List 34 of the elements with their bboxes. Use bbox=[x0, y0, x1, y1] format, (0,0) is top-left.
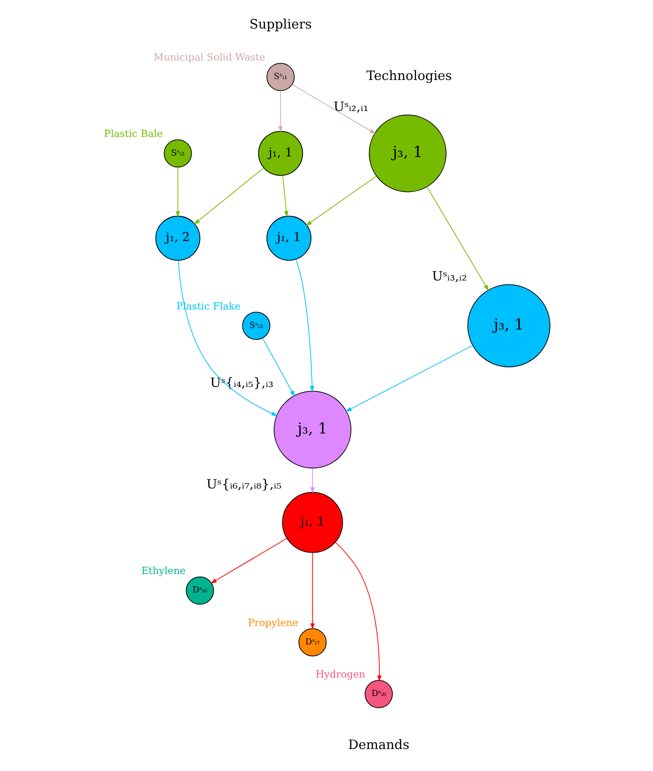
node-circle: Dˢᵢ₇ bbox=[298, 628, 326, 656]
arrow bbox=[177, 260, 278, 416]
node-circle: j₁, 1 bbox=[282, 492, 342, 553]
node-circle: Dˢᵢ₆ bbox=[185, 576, 214, 605]
node-circle: j₁, 1 bbox=[258, 130, 303, 176]
node-circle: Dˢᵢ₈ bbox=[364, 680, 392, 708]
arrow bbox=[175, 166, 180, 218]
label: Suppliers bbox=[248, 17, 312, 32]
node-label: Hydrogen bbox=[315, 670, 365, 681]
arrow bbox=[426, 186, 488, 291]
label: Demands bbox=[348, 738, 409, 753]
arrow bbox=[295, 258, 314, 392]
node-circle: Sˢᵢ₂ bbox=[163, 139, 192, 168]
arrow bbox=[291, 84, 376, 134]
arrow bbox=[282, 175, 288, 218]
arrow bbox=[193, 168, 264, 224]
arrow bbox=[305, 176, 376, 226]
arrow bbox=[210, 538, 287, 584]
arrow bbox=[262, 338, 294, 397]
arrow bbox=[310, 552, 314, 630]
node-label: Plastic Bale bbox=[104, 128, 162, 140]
node-label: Propylene bbox=[247, 618, 298, 629]
arrow bbox=[334, 542, 382, 682]
node-label: Uˢ{ᵢ₆,ᵢ₇,ᵢ₈},ᵢ₅ bbox=[206, 477, 282, 492]
node-label: Uˢᵢ₃,ᵢ₂ bbox=[432, 270, 466, 285]
arrow bbox=[310, 468, 314, 494]
arrow bbox=[345, 345, 472, 412]
label: Technologies bbox=[366, 69, 452, 84]
node-circle: Sˢᵢ₁ bbox=[266, 62, 294, 92]
node-circle: Sˢᵢ₃ bbox=[242, 312, 270, 340]
node-label: Uˢᵢ₂,ᵢ₁ bbox=[332, 100, 368, 115]
node-label: Ethylene bbox=[140, 566, 186, 578]
node-label: Municipal Solid Waste bbox=[153, 52, 265, 64]
arrow bbox=[278, 90, 282, 132]
